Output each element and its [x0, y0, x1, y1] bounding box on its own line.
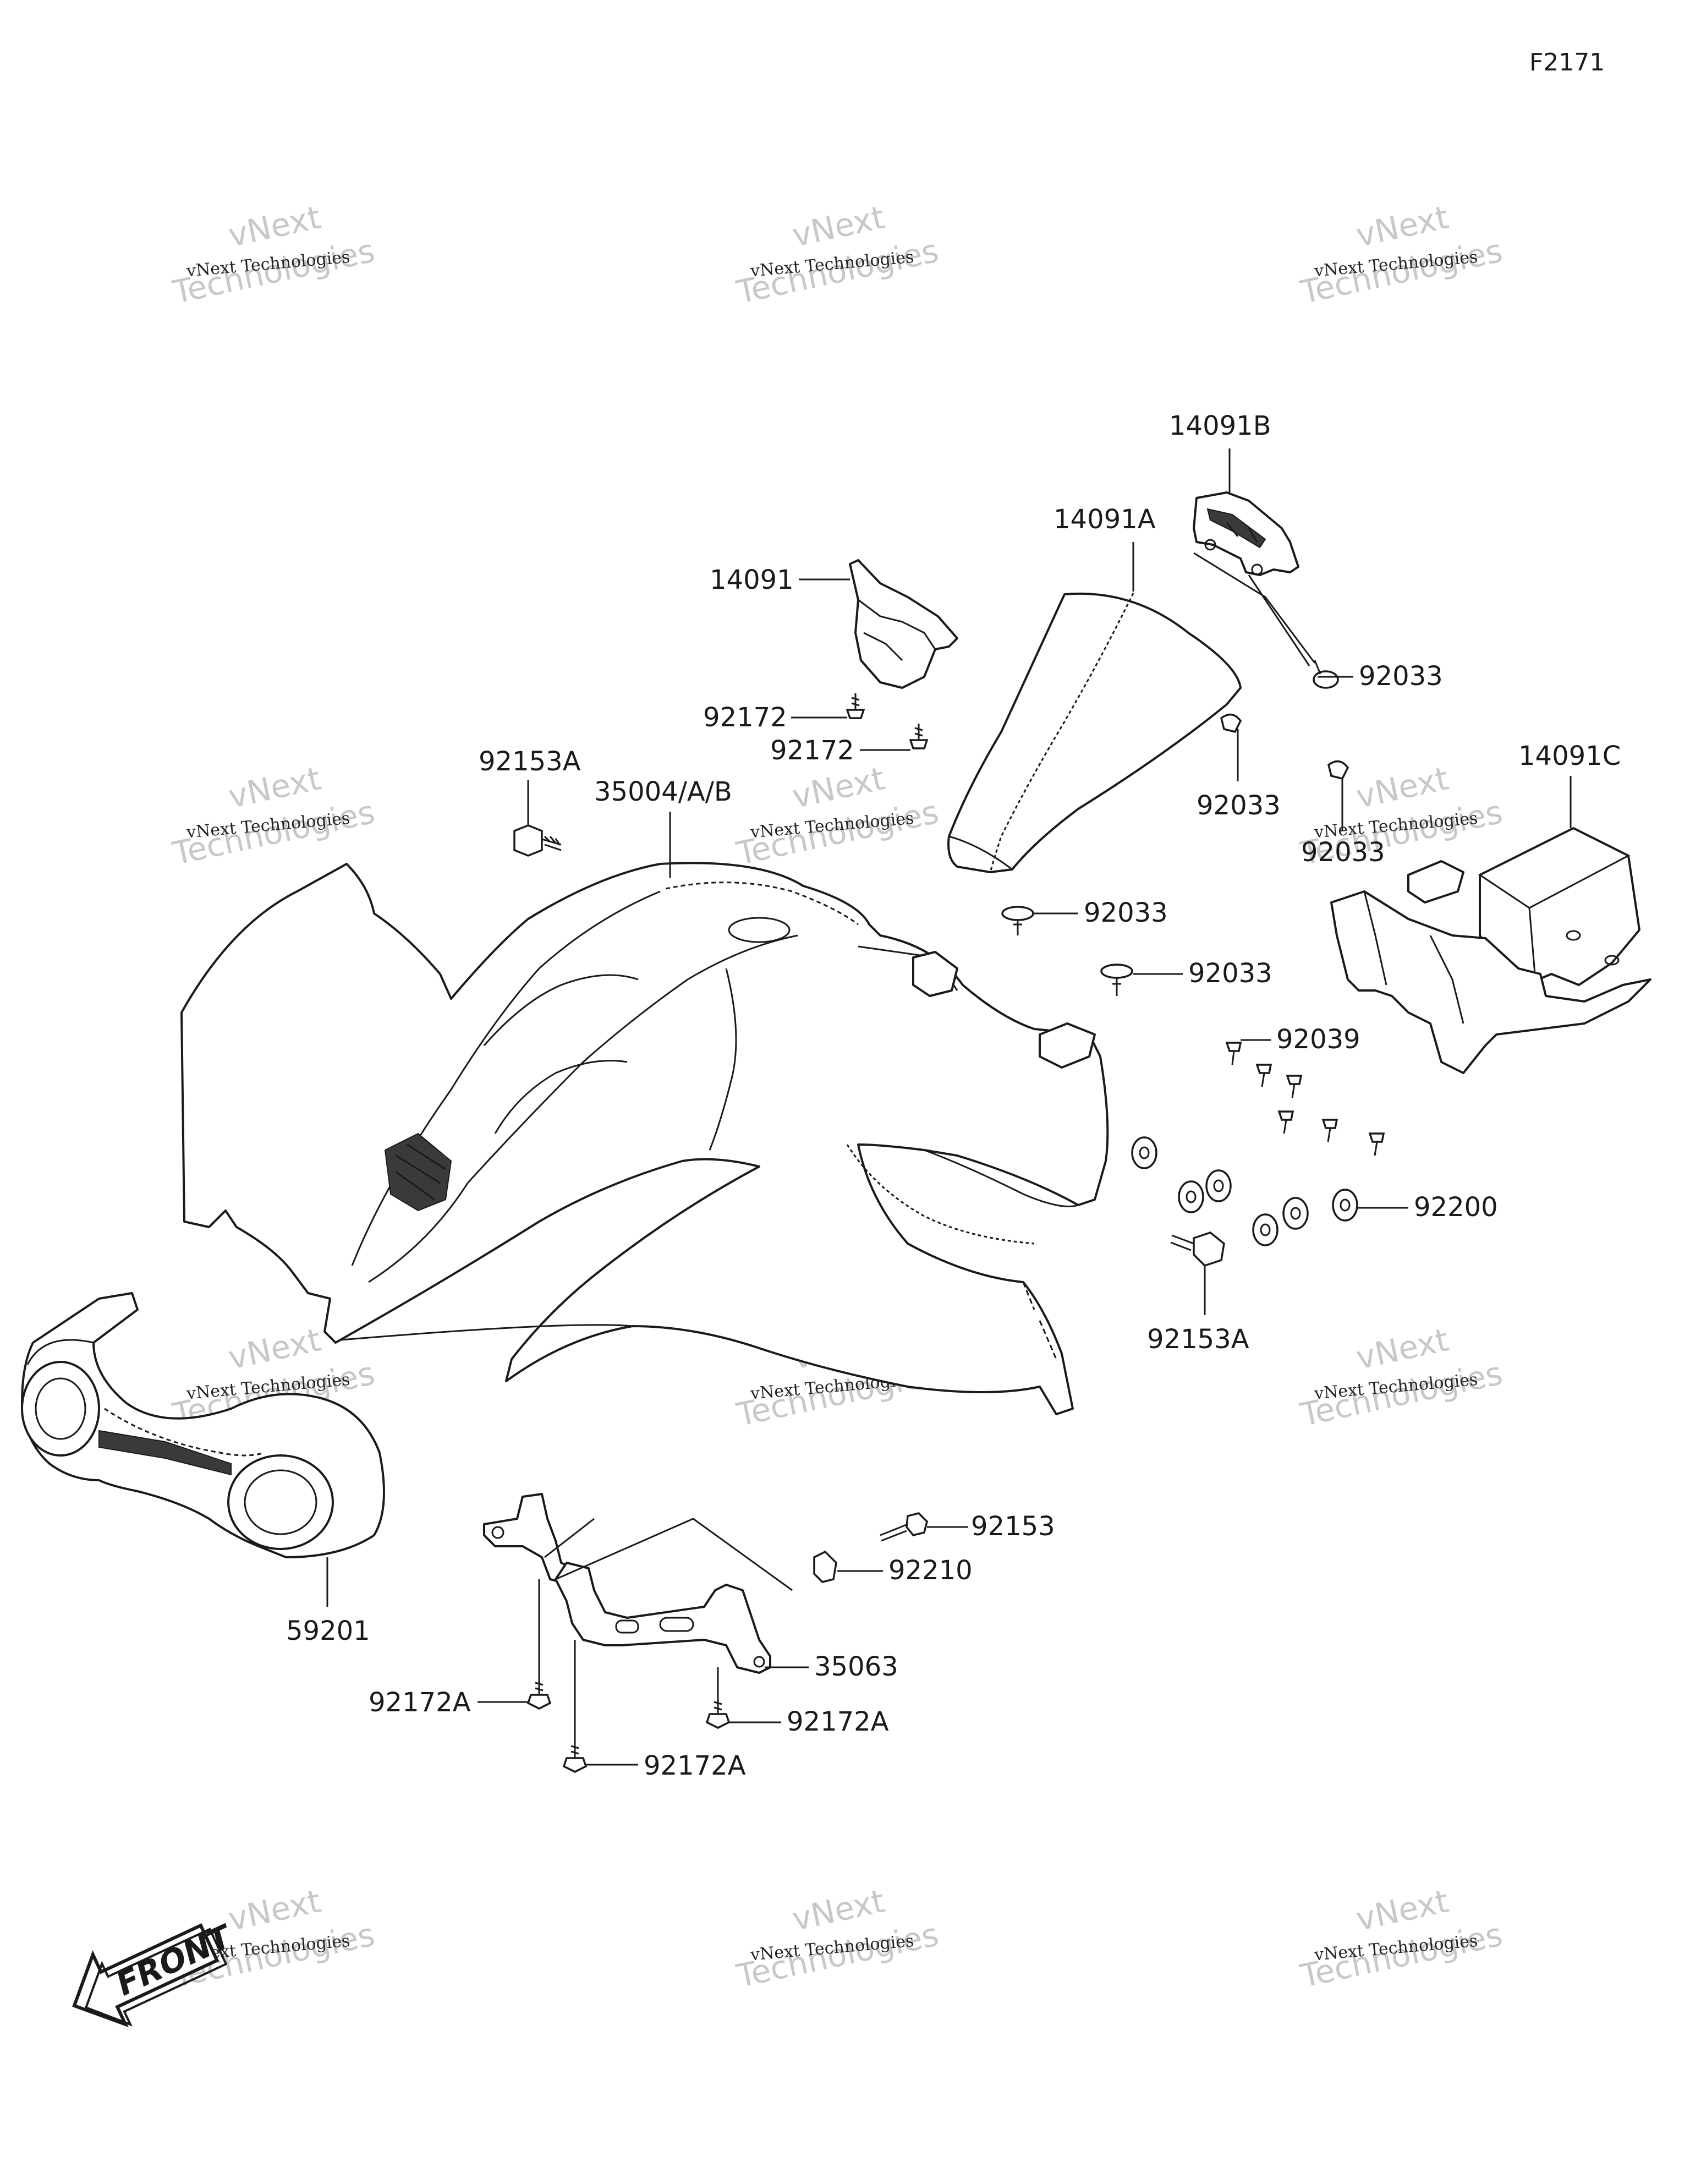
callout-92153A: 92153A [479, 746, 581, 777]
nut-92210-icon [813, 1550, 837, 1583]
callout-labels: 14091B 14091A 14091 92033 92172 92172 92… [286, 410, 1621, 1781]
part-35004-front-fender [180, 862, 1109, 1415]
bolt-92172A-b-icon [705, 1698, 731, 1729]
callout-92172A: 92172A [644, 1750, 746, 1781]
part-14091A-cover [947, 592, 1242, 873]
watermark: vNext Technologies vNext Technologies [169, 198, 378, 311]
watermark: vNext Technologies vNext Technologies [1297, 198, 1506, 311]
callout-92033: 92033 [1188, 958, 1272, 989]
bolt-92153-icon [880, 1512, 928, 1542]
callout-92039: 92039 [1276, 1024, 1360, 1055]
part-14091B-bracket [1193, 491, 1299, 576]
part-59201-headlight [21, 1292, 385, 1558]
callout-92033: 92033 [1084, 897, 1168, 928]
part-14091C-tray [1330, 827, 1651, 1074]
callout-35004-A-B: 35004/A/B [594, 776, 732, 807]
screw-92172-b-icon [909, 724, 929, 749]
washer-92200-set-icon [1131, 1136, 1358, 1246]
callout-35063: 35063 [814, 1651, 898, 1682]
screw-92172-a-icon [846, 693, 865, 719]
rivet-92039-set-icon [1225, 1042, 1385, 1156]
callout-14091A: 14091A [1053, 504, 1156, 535]
part-35063-bracket [483, 1493, 793, 1674]
clip-92033-c-icon [1327, 760, 1349, 780]
leader-lines [326, 448, 1572, 1766]
callout-92033: 92033 [1359, 661, 1443, 692]
callout-92033: 92033 [1197, 790, 1281, 821]
callout-59201: 59201 [286, 1616, 370, 1646]
callout-92172A: 92172A [787, 1706, 889, 1737]
part-14091-cover [849, 559, 958, 689]
bolt-92153A-lower-icon [1170, 1231, 1225, 1267]
bolt-92172A-a-icon [526, 1678, 552, 1710]
watermark: vNext Technologies vNext Technologies [733, 1882, 942, 1995]
watermark: vNext Technologies vNext Technologies [169, 759, 378, 872]
callout-14091B: 14091B [1169, 410, 1271, 441]
watermark: vNext Technologies vNext Technologies [1297, 1882, 1506, 1995]
bolt-92153A-upper-icon [513, 824, 562, 857]
callout-14091: 14091 [710, 565, 794, 595]
callout-92200: 92200 [1414, 1192, 1498, 1223]
clip-92033-b-icon [1220, 713, 1242, 734]
callout-92172: 92172 [770, 735, 854, 766]
watermark: vNext Technologies vNext Technologies [733, 198, 942, 311]
clip-92033-a-icon [1313, 660, 1339, 689]
figure-code: F2171 [1529, 48, 1605, 76]
watermark: vNext Technologies vNext Technologies [1297, 1321, 1506, 1433]
front-label: FRONT [113, 1917, 234, 2005]
callout-14091C: 14091C [1518, 741, 1621, 771]
bolt-92172A-c-icon [562, 1742, 588, 1773]
callout-92153A: 92153A [1147, 1324, 1249, 1355]
callout-92210: 92210 [888, 1555, 973, 1586]
clip-92033-e-icon [1100, 964, 1133, 996]
watermark: vNext Technologies vNext Technologies [733, 759, 942, 872]
clip-92033-d-icon [1001, 906, 1034, 935]
callout-92033: 92033 [1301, 837, 1385, 868]
callout-92153: 92153 [971, 1511, 1055, 1542]
callout-92172A: 92172A [369, 1687, 471, 1718]
callout-92172: 92172 [703, 702, 787, 733]
